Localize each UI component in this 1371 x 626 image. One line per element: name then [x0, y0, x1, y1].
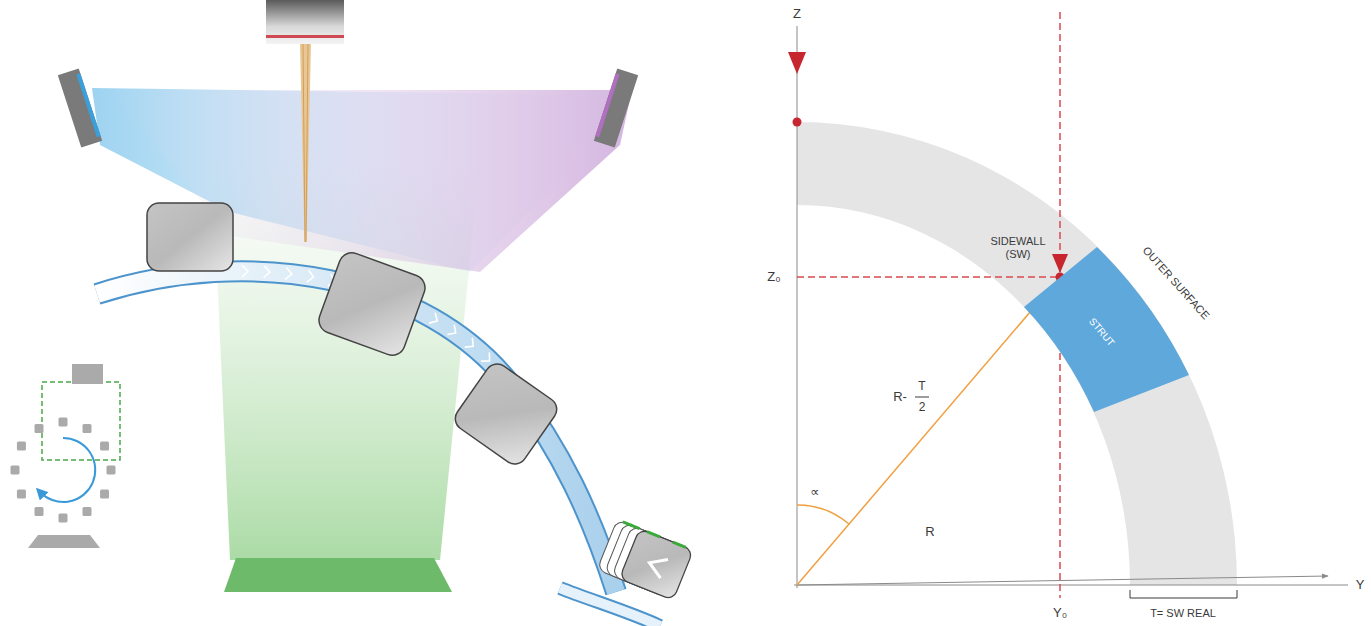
z0-dashed-line — [797, 276, 1060, 278]
axis-label: Z — [793, 7, 801, 22]
radius-line — [797, 576, 1328, 585]
green-light-panel — [224, 558, 452, 592]
axis-value: Z₀ — [767, 270, 780, 285]
radius-label: R — [925, 525, 934, 540]
part-cube — [147, 203, 233, 271]
part-cube — [451, 359, 562, 468]
fraction-bar — [915, 397, 929, 398]
station-dot — [17, 442, 26, 451]
angle-label: ∝ — [810, 485, 819, 500]
blue-light — [58, 68, 102, 147]
belt-chevron — [242, 265, 248, 277]
station-dot — [17, 490, 26, 499]
inspected-part — [560, 520, 693, 626]
angle-arc — [797, 505, 849, 524]
thickness-label: T= SW REAL — [1150, 607, 1216, 620]
axis-label: Y — [1356, 578, 1365, 593]
station-dot — [100, 442, 109, 451]
geometry-diagram — [788, 12, 1348, 598]
tube-wall — [797, 122, 1237, 585]
sidewall-label: SIDEWALL (SW) — [986, 235, 1050, 260]
station-dot — [100, 490, 109, 499]
belt-chevron — [481, 352, 494, 365]
rotation-icon — [11, 364, 121, 548]
axis-value: Y₀ — [1053, 606, 1067, 621]
station-dot — [11, 466, 20, 475]
thickness-bracket — [1130, 590, 1237, 598]
station-dot — [107, 466, 116, 475]
belt-chevron — [285, 267, 292, 280]
belt-chevron — [429, 313, 440, 326]
station-dot — [35, 424, 44, 433]
camera — [266, 0, 344, 242]
station-dot — [83, 507, 92, 516]
belt-chevron — [465, 338, 477, 351]
station-dot — [35, 507, 44, 516]
purple-light-cone — [110, 90, 632, 272]
probe-arrow — [1052, 254, 1068, 273]
purple-light — [594, 68, 638, 147]
belt-chevron — [264, 266, 271, 278]
station-dot — [59, 418, 68, 427]
station-dot — [59, 514, 68, 523]
station-dot — [83, 424, 92, 433]
fraction-numerator: T — [918, 380, 925, 394]
probe-point — [793, 118, 802, 127]
z-axis — [797, 26, 798, 588]
belt-chevron — [447, 325, 459, 338]
fraction-denominator: 2 — [919, 401, 926, 415]
belt-chevron — [307, 270, 315, 283]
radius-term: R- — [893, 390, 907, 405]
y-axis — [794, 585, 1348, 586]
part-cube — [315, 249, 428, 359]
mid-radius-line — [797, 277, 1060, 585]
probe-arrow — [788, 52, 806, 74]
